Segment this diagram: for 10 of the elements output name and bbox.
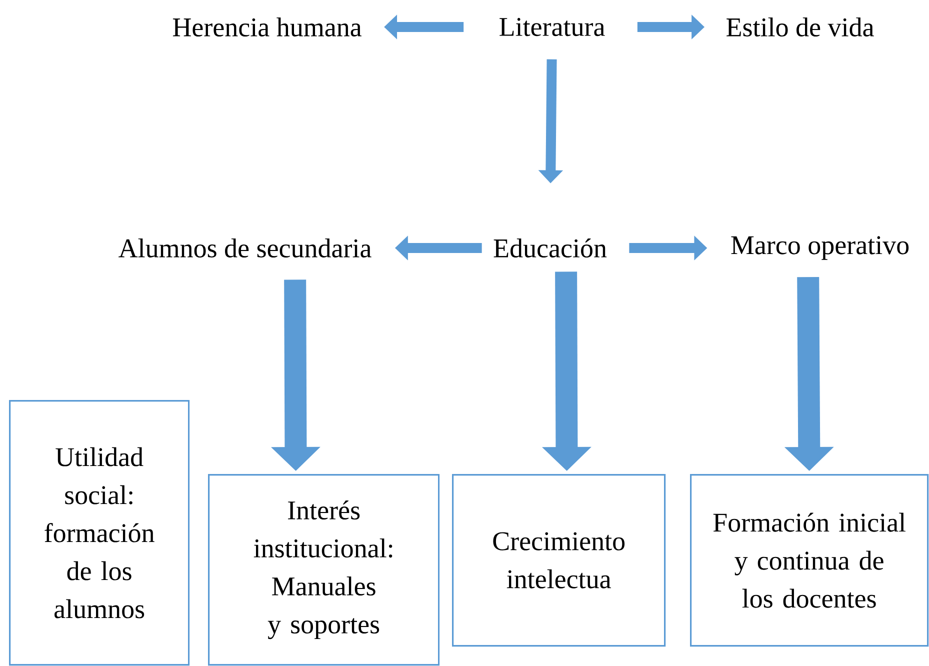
text-box: Interés institucional: Manuales y soportes (208, 474, 440, 666)
node-label: Alumnos de secundaria (118, 238, 372, 258)
text-box: Utilidad social: formación de los alumnos (9, 400, 190, 666)
text-box: Crecimiento intelectua (452, 474, 666, 647)
text-box: Formación inicial y continua de los docentes (690, 474, 929, 647)
node-label: Literatura (500, 18, 605, 36)
node-label: Estilo de vida (726, 18, 874, 36)
node-label: Herencia humana (172, 18, 362, 36)
node-label: Educación (494, 238, 607, 258)
node-label: Marco operativo (731, 236, 909, 260)
